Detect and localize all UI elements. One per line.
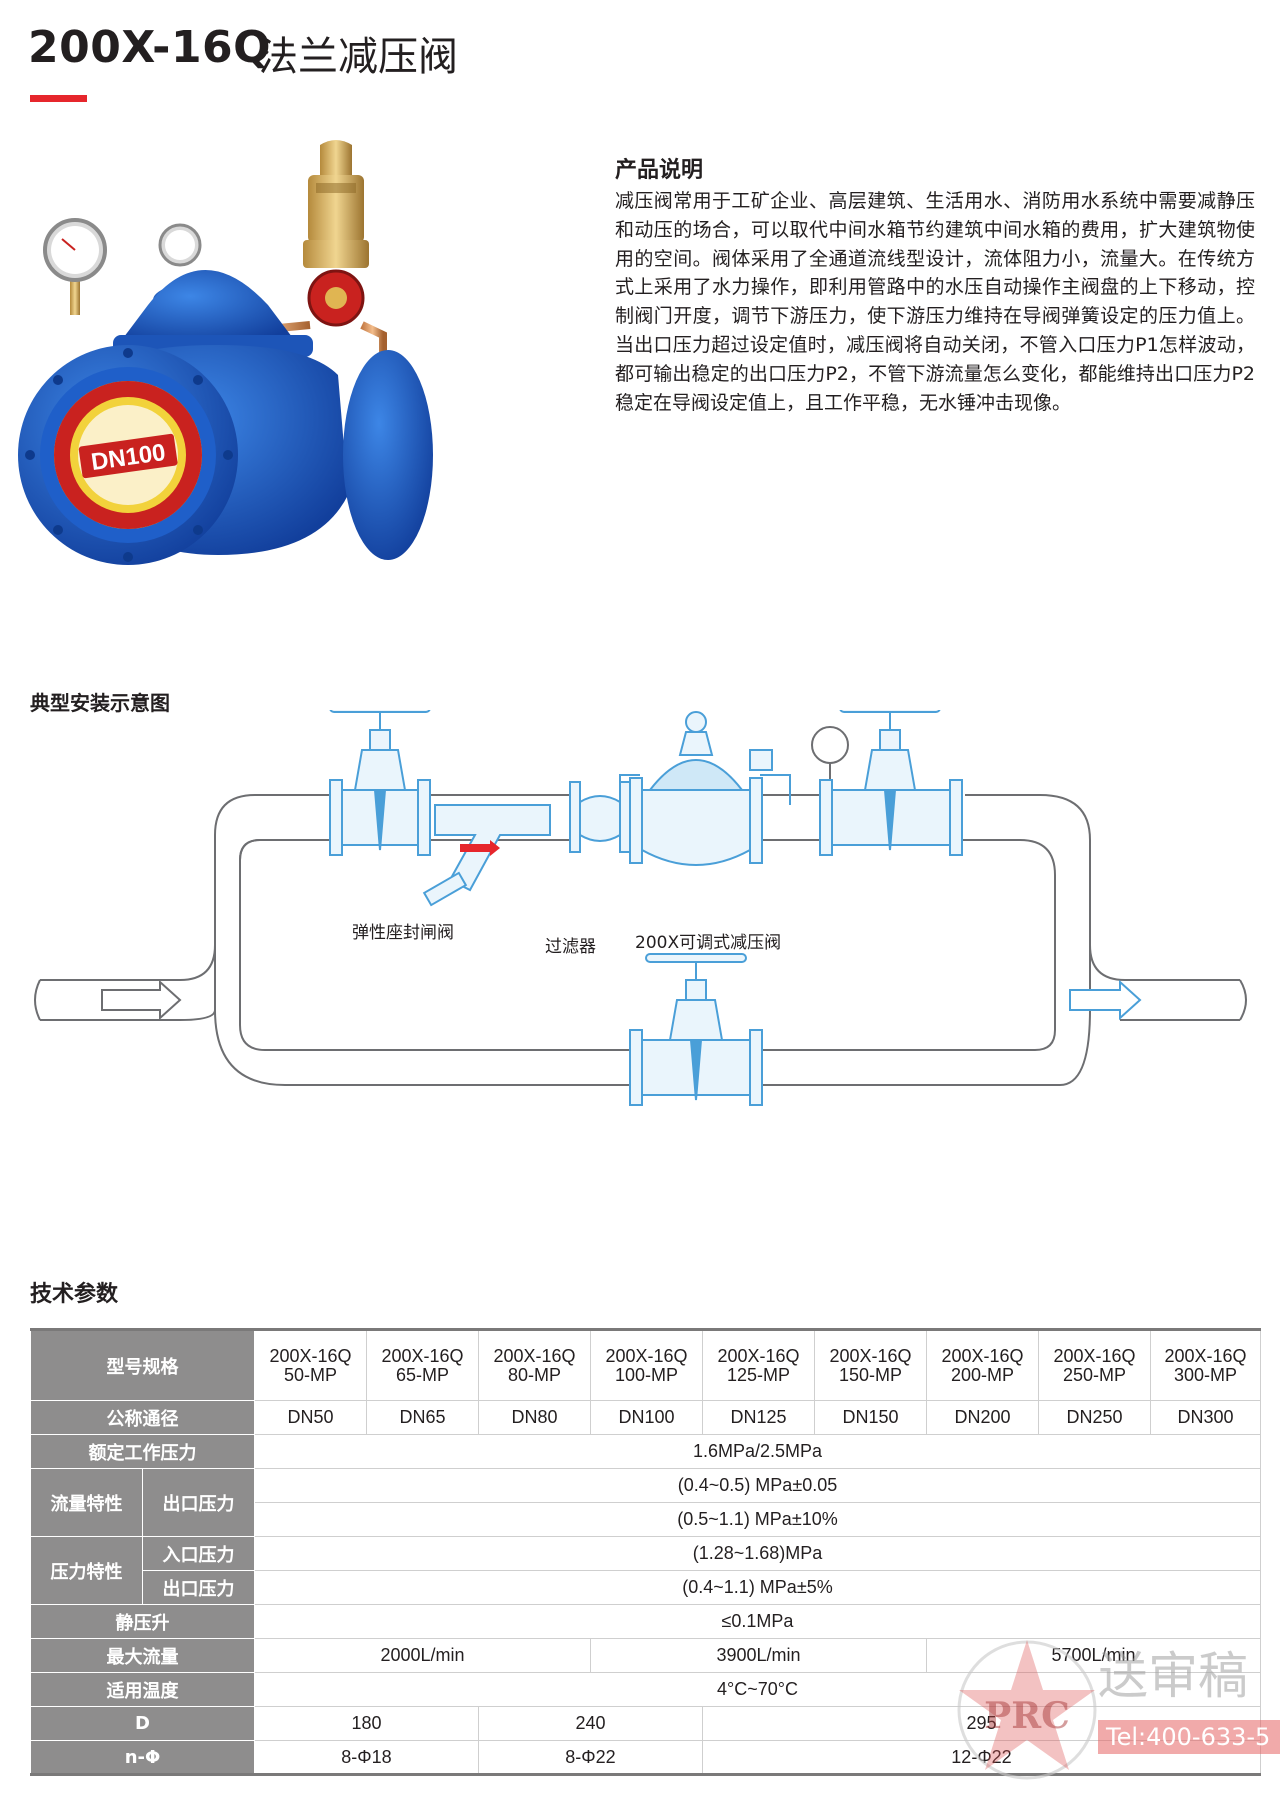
table-row: D 180 240 295 — [30, 1706, 1261, 1741]
watermark-text: 送审稿 — [1098, 1647, 1248, 1705]
row-label-model: 型号规格 — [30, 1328, 255, 1401]
table-row: 流量特性 出口压力 (0.4~0.5) MPa±0.05 — [30, 1468, 1261, 1537]
table-row: 适用温度 4°C~70°C — [30, 1672, 1261, 1707]
dn-cell: DN200 — [926, 1400, 1039, 1435]
dn-cell: DN50 — [254, 1400, 367, 1435]
row-label-n: n-Φ — [30, 1740, 255, 1776]
installation-diagram: 弹性座封闸阀 过滤器 200X可调式减压阀 — [34, 710, 1247, 1106]
diagram-heading: 典型安装示意图 — [30, 691, 170, 715]
label-strainer: 过滤器 — [545, 937, 596, 957]
row-label-temp: 适用温度 — [30, 1672, 255, 1707]
product-model-title: 200X-16Q — [28, 22, 272, 73]
dn-cell: DN125 — [702, 1400, 815, 1435]
description-body: 减压阀常用于工矿企业、高层建筑、生活用水、消防用水系统中需要减静压和动压的场合，… — [615, 190, 1255, 414]
table-row: 额定工作压力 1.6MPa/2.5MPa — [30, 1434, 1261, 1469]
n-cell: 8-Φ22 — [478, 1740, 703, 1776]
title-accent-bar — [30, 95, 87, 102]
row-label-d: D — [30, 1706, 255, 1741]
n-cell: 8-Φ18 — [254, 1740, 479, 1776]
maxflow-cell: 2000L/min — [254, 1638, 591, 1673]
row-label-flow: 流量特性 — [30, 1468, 143, 1537]
dn-cell: DN65 — [366, 1400, 479, 1435]
table-row: 压力特性 入口压力 (1.28~1.68)MPa — [30, 1536, 1261, 1605]
label-gate-valve: 弹性座封闸阀 — [352, 923, 454, 943]
table-row: 出口压力 (0.4~1.1) MPa±5% — [31, 1570, 1261, 1605]
dn-cell: DN80 — [478, 1400, 591, 1435]
dn-cell: DN150 — [814, 1400, 927, 1435]
watermark-tel: Tel:400-633-5 — [1098, 1720, 1280, 1754]
row-sublabel-flow-outlet: 出口压力 — [142, 1468, 255, 1537]
table-row: 公称通径 DN50 DN65 DN80 DN100 DN125 DN150 DN… — [30, 1400, 1261, 1435]
table-row: 最大流量 2000L/min 3900L/min 5700L/min — [30, 1638, 1261, 1673]
dn-cell: DN300 — [1150, 1400, 1261, 1435]
valve-product-photo: DN100 — [18, 140, 433, 565]
description-heading: 产品说明 — [615, 158, 704, 183]
static-cell: ≤0.1MPa — [254, 1604, 1261, 1639]
row-sublabel-outlet: 出口压力 — [142, 1570, 255, 1605]
inlet-pressure-cell: (1.28~1.68)MPa — [254, 1536, 1261, 1571]
row-label-static: 静压升 — [30, 1604, 255, 1639]
row-label-pressure: 额定工作压力 — [30, 1434, 255, 1469]
dn-cell: DN250 — [1038, 1400, 1151, 1435]
d-cell: 180 — [254, 1706, 479, 1741]
row-label-maxflow: 最大流量 — [30, 1638, 255, 1673]
row-label-dn: 公称通径 — [30, 1400, 255, 1435]
table-row: n-Φ 8-Φ18 8-Φ22 12-Φ22 — [30, 1740, 1261, 1776]
flow-cell: (0.4~0.5) MPa±0.05 — [254, 1468, 1261, 1503]
d-cell: 240 — [478, 1706, 703, 1741]
row-label-pressure-char: 压力特性 — [30, 1536, 143, 1605]
table-row: 静压升 ≤0.1MPa — [30, 1604, 1261, 1639]
label-prv: 200X可调式减压阀 — [635, 933, 781, 953]
dn-cell: DN100 — [590, 1400, 703, 1435]
outlet-pressure-cell: (0.4~1.1) MPa±5% — [254, 1570, 1261, 1605]
pressure-cell: 1.6MPa/2.5MPa — [254, 1434, 1261, 1469]
product-name-title: 法兰减压阀 — [258, 34, 458, 80]
maxflow-cell: 3900L/min — [590, 1638, 927, 1673]
spec-table-heading: 技术参数 — [30, 1282, 119, 1307]
row-sublabel-inlet: 入口压力 — [142, 1536, 255, 1571]
flow-cell: (0.5~1.1) MPa±10% — [254, 1502, 1261, 1537]
